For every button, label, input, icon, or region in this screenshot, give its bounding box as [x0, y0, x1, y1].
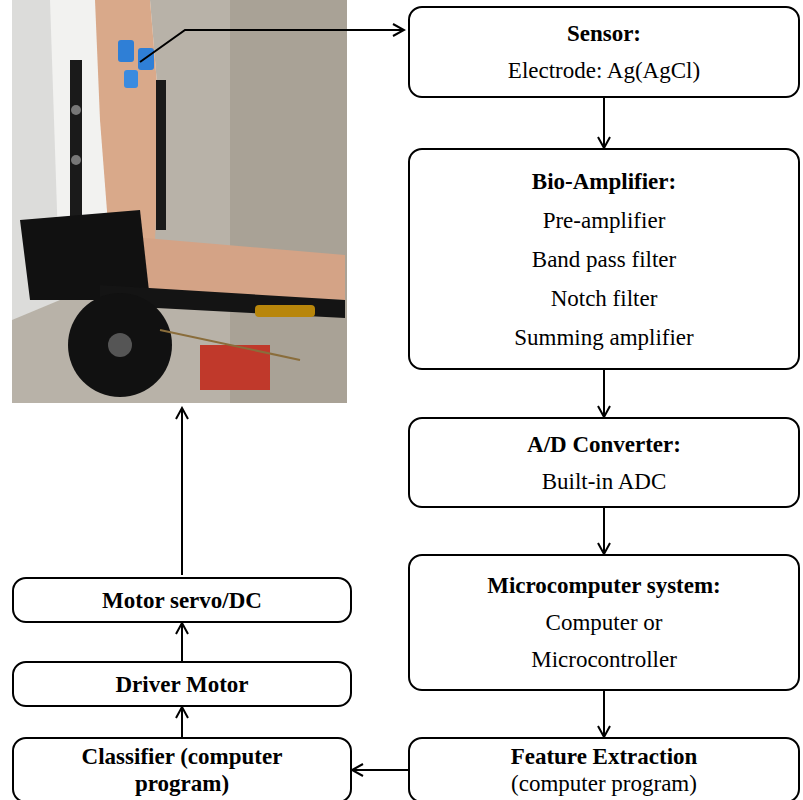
box-body: Built-in ADC [527, 463, 681, 500]
box-heading: A/D Converter: [527, 426, 681, 463]
flow-arrow [603, 508, 605, 554]
box-heading: Feature Extraction [511, 743, 698, 770]
box-body: Band pass filter [514, 240, 694, 279]
flow-arrow [603, 370, 605, 417]
flow-arrow [603, 98, 605, 148]
box-text: Feature Extraction(computer program) [511, 743, 698, 797]
driver-box: Driver Motor [12, 661, 352, 707]
box-body: Summing amplifier [514, 318, 694, 357]
box-heading: Classifier (computer program) [62, 743, 302, 797]
flow-arrow [603, 691, 605, 737]
box-text: Sensor:Electrode: Ag(AgCl) [508, 15, 700, 89]
box-text: Bio-Amplifier:Pre-amplifierBand pass fil… [514, 162, 694, 357]
motor-box: Motor servo/DC [12, 577, 352, 623]
box-heading: Microcomputer system: [479, 567, 729, 604]
flow-arrow [181, 707, 183, 737]
box-heading: Driver Motor [115, 671, 248, 698]
box-body: Pre-amplifier [514, 201, 694, 240]
box-text: Microcomputer system:Computer or Microco… [479, 567, 729, 678]
box-body: Computer or Microcontroller [479, 604, 729, 678]
classifier-box: Classifier (computer program) [12, 737, 352, 800]
box-body: Electrode: Ag(AgCl) [508, 52, 700, 89]
computer-box: Microcomputer system:Computer or Microco… [408, 554, 800, 691]
actuator-arrow [181, 408, 183, 575]
box-heading: Sensor: [508, 15, 700, 52]
box-heading: Motor servo/DC [102, 587, 262, 614]
box-body: (computer program) [511, 770, 698, 797]
box-text: A/D Converter:Built-in ADC [527, 426, 681, 500]
photo [12, 0, 347, 403]
sensor-box: Sensor:Electrode: Ag(AgCl) [408, 6, 800, 98]
flow-arrow [352, 769, 408, 771]
sensor-leader [140, 30, 404, 62]
amplifier-box: Bio-Amplifier:Pre-amplifierBand pass fil… [408, 148, 800, 370]
flow-arrow [181, 623, 183, 661]
adc-box: A/D Converter:Built-in ADC [408, 417, 800, 508]
box-text: Motor servo/DC [102, 587, 262, 614]
feature-box: Feature Extraction(computer program) [408, 737, 800, 800]
box-body: Notch filter [514, 279, 694, 318]
box-text: Driver Motor [115, 671, 248, 698]
box-text: Classifier (computer program) [62, 743, 302, 797]
box-heading: Bio-Amplifier: [514, 162, 694, 201]
